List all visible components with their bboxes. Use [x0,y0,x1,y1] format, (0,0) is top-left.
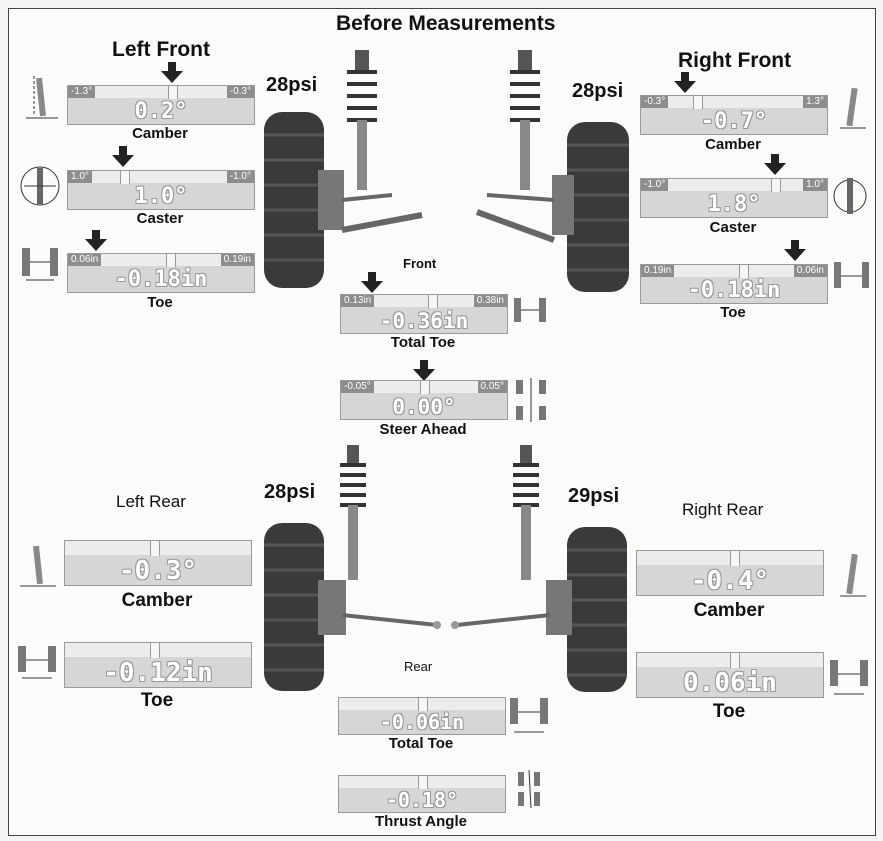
right-front-toe-gauge: 0.19in 0.06in -0.18in [640,264,828,304]
steer-ahead-value: 0.00° [392,395,456,419]
page-title: Before Measurements [336,12,556,35]
total-toe-diagram-icon [508,692,550,738]
toe-diagram-icon [18,240,62,288]
right-front-camber-gauge: -0.3° 1.3° -0.7° [640,95,828,135]
right-rear-camber-gauge: -0.4° [636,550,824,596]
caster-diagram-icon [18,160,62,208]
right-front-camber-label: Camber [705,136,761,153]
left-rear-camber-value: -0.3° [118,556,198,586]
rear-total-toe-value: -0.06in [379,710,465,734]
left-front-toe-gauge: 0.06in 0.19in -0.18in [67,253,255,293]
thrust-angle-gauge: -0.18° [338,775,506,813]
right-front-toe-value: -0.18in [687,278,781,303]
right-rear-psi: 29psi [568,485,620,507]
left-rear-title: Left Rear [116,492,186,511]
thrust-angle-label: Thrust Angle [375,813,467,830]
left-rear-camber-gauge: -0.3° [64,540,252,586]
right-rear-toe-label: Toe [712,701,746,722]
front-label: Front [403,256,437,271]
left-front-toe-label: Toe [147,294,173,311]
front-total-toe-max: 0.38in [473,295,507,307]
camber-diagram-icon [838,548,868,598]
camber-diagram-icon [18,540,58,588]
steer-ahead-gauge: -0.05° 0.05° 0.00° [340,380,508,420]
left-front-caster-label: Caster [136,210,184,227]
right-front-title: Right Front [678,49,792,72]
left-rear-toe-gauge: -0.12in [64,642,252,688]
front-total-toe-value: -0.36in [379,309,469,333]
left-front-psi: 28psi [266,74,318,96]
total-toe-diagram-icon [512,294,548,334]
right-front-camber-value: -0.7° [700,109,768,134]
right-front-caster-gauge: -1.0° 1.0° 1.8° [640,178,828,218]
right-front-caster-max: 1.0° [803,179,827,191]
steer-ahead-diagram-icon [514,376,548,424]
rear-label: Rear [404,659,433,674]
right-front-caster-min: -1.0° [641,179,669,191]
camber-diagram-icon [20,72,60,120]
caster-diagram-icon [832,170,868,218]
toe-diagram-icon [828,654,872,700]
front-total-toe-label: Total Toe [390,334,456,351]
right-rear-camber-label: Camber [693,600,765,621]
left-rear-toe-label: Toe [140,690,174,711]
left-front-camber-max: -0.3° [226,86,254,98]
steer-ahead-min: -0.05° [341,381,374,393]
right-front-caster-label: Caster [709,219,757,236]
left-front-toe-value: -0.18in [114,267,208,292]
toe-diagram-icon [16,640,60,684]
right-front-toe-min: 0.19in [641,265,675,277]
rear-total-toe-gauge: -0.06in [338,697,506,735]
left-front-toe-min: 0.06in [68,254,102,266]
right-rear-toe-gauge: 0.06in [636,652,824,698]
camber-diagram-icon [838,82,868,130]
thrust-angle-diagram-icon [516,768,542,810]
right-front-toe-label: Toe [720,304,746,321]
right-front-camber-max: 1.3° [803,96,827,108]
steer-ahead-max: 0.05° [477,381,507,393]
right-front-psi: 28psi [572,80,624,102]
right-rear-title: Right Rear [682,500,764,519]
left-front-title: Left Front [112,38,210,61]
rear-total-toe-label: Total Toe [388,735,454,752]
left-front-caster-gauge: 1.0° -1.0° 1.0° [67,170,255,210]
left-front-camber-gauge: -1.3° -0.3° 0.2° [67,85,255,125]
front-suspension-illustration [262,50,642,300]
steer-ahead-label: Steer Ahead [379,421,467,438]
rear-suspension-illustration [262,445,632,695]
left-rear-toe-value: -0.12in [103,658,213,688]
left-front-caster-value: 1.0° [134,184,188,209]
right-front-camber-min: -0.3° [641,96,669,108]
left-rear-camber-label: Camber [121,590,193,611]
right-front-toe-max: 0.06in [793,265,827,277]
left-front-camber-value: 0.2° [134,99,188,124]
toe-diagram-icon [832,256,872,300]
left-rear-psi: 28psi [264,481,316,503]
left-front-caster-max: -1.0° [226,171,254,183]
right-front-caster-value: 1.8° [707,192,761,217]
left-front-toe-max: 0.19in [220,254,254,266]
left-front-camber-min: -1.3° [68,86,96,98]
front-total-toe-gauge: 0.13in 0.38in -0.36in [340,294,508,334]
left-front-camber-label: Camber [132,125,188,142]
right-rear-camber-value: -0.4° [690,566,770,596]
thrust-angle-value: -0.18° [385,788,459,812]
front-total-toe-min: 0.13in [341,295,375,307]
left-front-caster-min: 1.0° [68,171,92,183]
right-rear-toe-value: 0.06in [683,668,777,698]
